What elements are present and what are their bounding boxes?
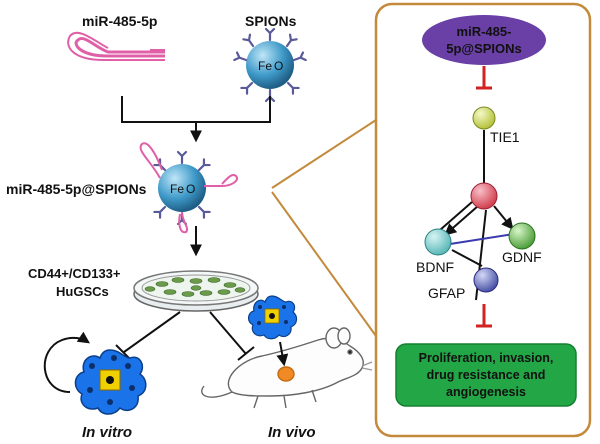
- inhibit-in-vitro: [115, 311, 181, 361]
- mirna-label: miR-485-5p: [82, 13, 157, 29]
- outcome-line2: drug resistance and: [427, 368, 546, 382]
- fe-label: Fe: [258, 59, 272, 73]
- mouse-icon: [201, 327, 373, 409]
- inhibit-outcome: [476, 304, 492, 328]
- o-label: O: [274, 59, 283, 73]
- mechanism-panel: [374, 2, 592, 438]
- bdnf-label: BDNF: [416, 259, 454, 275]
- tie1-node: [472, 106, 496, 130]
- gfap-label: GFAP: [428, 285, 465, 301]
- complex-particle-icon: Fe O: [139, 142, 238, 234]
- tie1-label: TIE1: [490, 129, 520, 145]
- self-renewal-arrow-icon: [43, 331, 90, 393]
- combine-connector: [121, 96, 271, 143]
- bdnf-node: [424, 228, 452, 256]
- tumor-cell-icon: [74, 349, 147, 415]
- in-vivo-label: In vivo: [268, 424, 316, 441]
- cells-label-line1: CD44+/CD133+: [28, 266, 121, 281]
- pill-line2: 5p@SPIONs: [446, 41, 522, 56]
- inhibit-in-vivo: [209, 311, 255, 361]
- complex-label: miR-485-5p@SPIONs: [6, 181, 147, 197]
- gdnf-node: [508, 222, 536, 250]
- outcome-line1: Proliferation, invasion,: [419, 351, 554, 365]
- outcome-box: [395, 343, 577, 407]
- o-label-2: O: [186, 182, 195, 196]
- cells-label-line2: HuGSCs: [56, 284, 109, 299]
- gfap-node: [473, 267, 499, 293]
- in-vitro-label: In vitro: [82, 424, 132, 441]
- zoom-callout: [271, 119, 377, 337]
- mirna-hairpin-icon: [67, 31, 165, 61]
- culture-dish-icon: [133, 270, 259, 312]
- mirna-pill: [422, 15, 546, 65]
- tumor-cell-small-icon: [248, 295, 298, 340]
- arrow-to-tumor: [276, 341, 289, 367]
- spions-label: SPIONs: [245, 13, 297, 29]
- outcome-line3: angiogenesis: [446, 385, 526, 399]
- hub-node: [470, 182, 498, 210]
- gdnf-label: GDNF: [502, 249, 542, 265]
- inhibit-tie1: [476, 66, 492, 90]
- pill-line1: miR-485-: [457, 24, 512, 39]
- spion-particle-icon: Fe O: [233, 27, 307, 103]
- fe-label-2: Fe: [170, 182, 184, 196]
